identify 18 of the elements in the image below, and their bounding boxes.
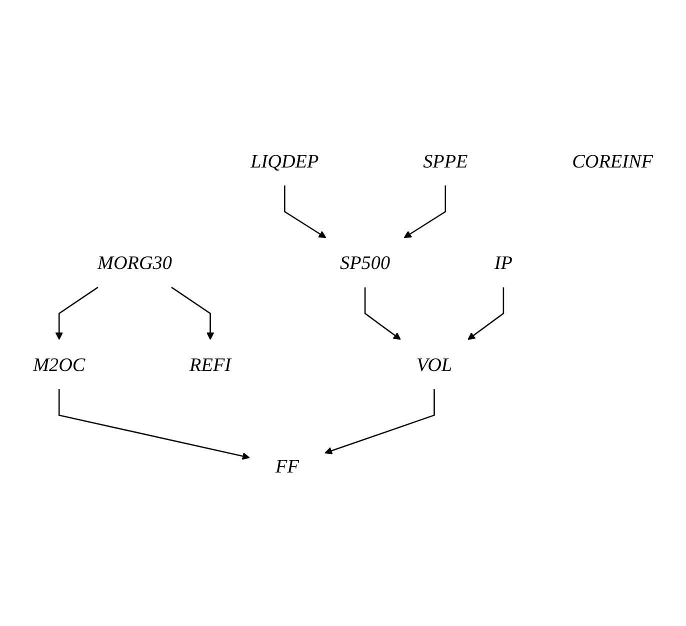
arrow bbox=[58, 388, 250, 460]
arrow bbox=[55, 286, 98, 340]
arrow bbox=[364, 286, 401, 340]
node-text: SP500 bbox=[340, 251, 390, 273]
node-text: M2OC bbox=[33, 353, 86, 375]
arrow bbox=[284, 185, 326, 238]
node-text: MORG30 bbox=[97, 251, 172, 273]
node-text: LIQDEP bbox=[250, 149, 319, 172]
node-text: FF bbox=[276, 454, 299, 477]
arrow bbox=[171, 286, 214, 340]
arrow bbox=[404, 185, 446, 238]
node-text: REFI bbox=[190, 353, 232, 375]
node-text: VOL bbox=[416, 353, 452, 375]
node-text: IP bbox=[494, 251, 512, 273]
arrow bbox=[468, 286, 504, 340]
node-text: SPPE bbox=[423, 149, 468, 172]
arrow bbox=[324, 388, 435, 454]
node-text: COREINF bbox=[572, 149, 653, 172]
